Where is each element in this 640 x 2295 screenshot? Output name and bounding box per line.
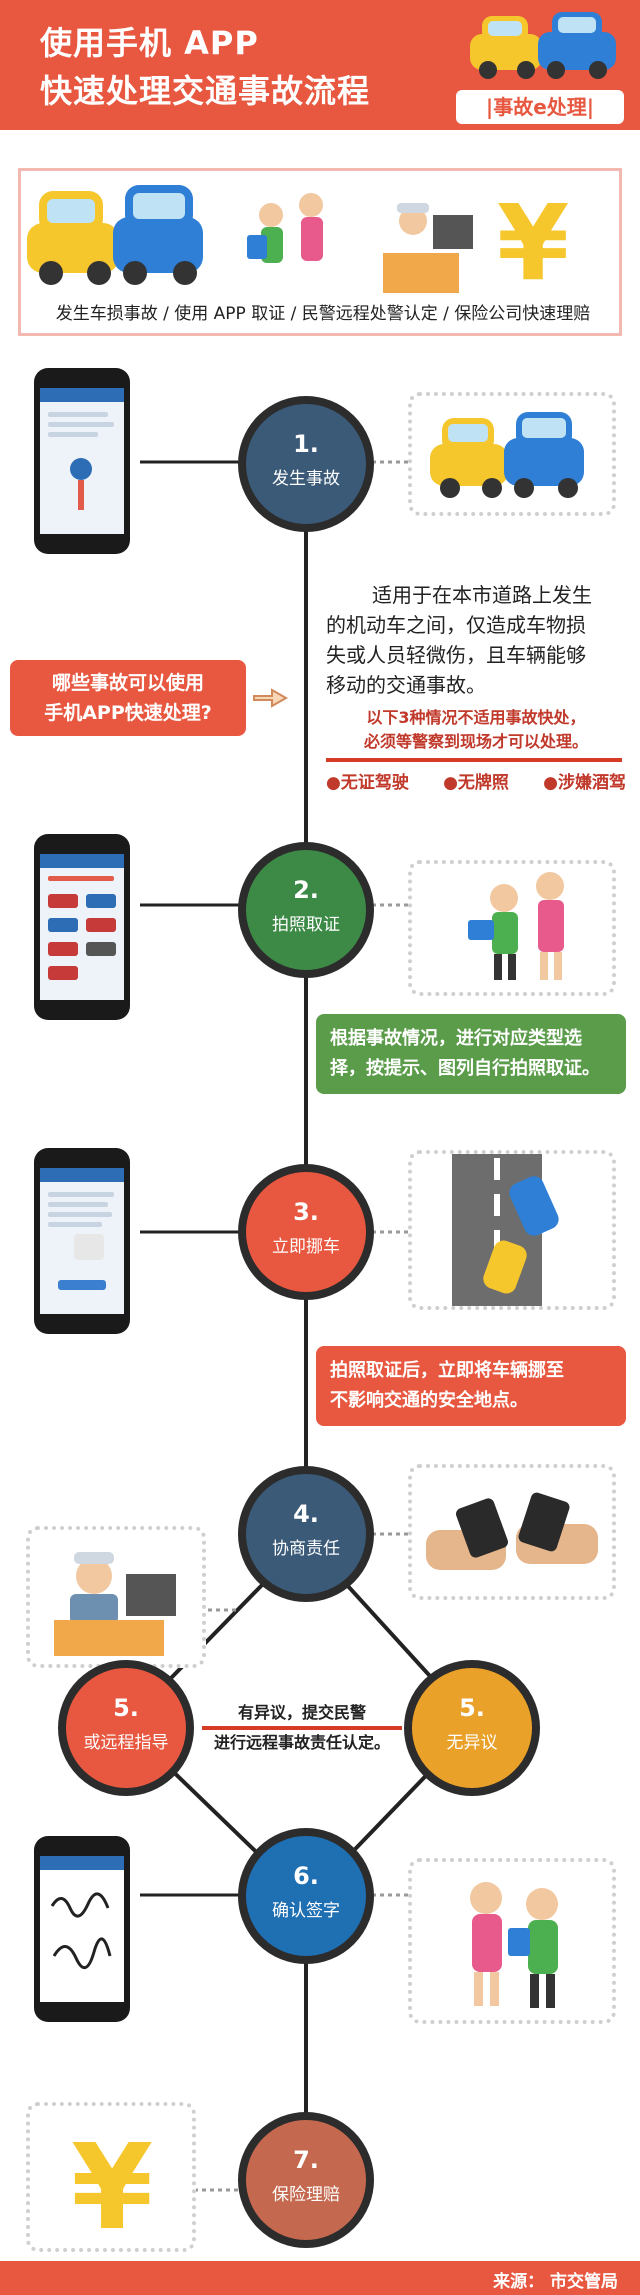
exclusion-list: ●无证驾驶 ●无牌照 ●涉嫌酒驾	[326, 768, 626, 793]
step7-illustration-frame: ¥	[26, 2102, 196, 2256]
scope-question-box: 哪些事故可以使用 手机APP快速处理?	[10, 660, 246, 736]
footer-bar: 来源： 市交管局	[0, 2261, 640, 2295]
phone-step6-screenshot	[34, 1836, 130, 2022]
cars-icon	[470, 12, 616, 79]
step1-cars-icon	[430, 412, 584, 498]
dispute-note: 有异议，提交民警 进行远程事故责任认定。	[196, 1700, 408, 1756]
step2-circle: 2. 拍照取证	[238, 842, 374, 978]
header-banner: 使用手机 APP 快速处理交通事故流程 |事故e处理|	[0, 0, 640, 130]
step2-illustration-frame	[408, 860, 616, 996]
exclusion-note: 以下3种情况不适用事故快处， 必须等警察到现场才可以处理。	[363, 708, 588, 751]
step7-circle: 7. 保险理赔	[238, 2112, 374, 2248]
svg-text:¥: ¥	[71, 2118, 153, 2248]
step1-illustration-frame	[408, 392, 616, 516]
step4-circle: 4. 协商责任	[238, 1466, 374, 1602]
page-title-line1: 使用手机 APP	[40, 24, 259, 62]
scope-description: 适用于在本市道路上发生 的机动车之间，仅造成车物损 失或人员轻微伤，且车辆能够 …	[326, 583, 592, 697]
step3-circle: 3. 立即挪车	[238, 1164, 374, 1300]
pointing-hand-icon	[253, 688, 289, 708]
page-title-line2: 快速处理交通事故流程	[40, 72, 371, 110]
brand-badge: |事故e处理|	[456, 90, 624, 124]
step4-handshake-phones-icon	[426, 1492, 598, 1570]
move-tip-box: 拍照取证后，立即将车辆挪至 不影响交通的安全地点。	[316, 1346, 626, 1426]
exclusion-item: ●涉嫌酒驾	[543, 773, 626, 793]
photo-tip-box: 根据事故情况，进行对应类型选 择，按提示、图列自行拍照取证。	[316, 1014, 626, 1094]
overview-police-icon	[383, 203, 473, 293]
yen-icon: ¥	[71, 2118, 153, 2256]
overview-cars-icon	[27, 185, 203, 285]
step2-photographing-icon	[468, 872, 564, 980]
exclusion-item: ●无牌照	[443, 773, 509, 793]
step6-people-signing-icon	[470, 1882, 558, 2008]
step4-illustration-frame	[408, 1464, 616, 1600]
phone-step2-screenshot	[34, 834, 130, 1020]
step6-circle: 6. 确认签字	[238, 1828, 374, 1964]
police-illustration-frame	[26, 1526, 206, 1668]
step1-circle: 1. 发生事故	[238, 396, 374, 532]
step5-agree-circle: 5. 无异议	[404, 1660, 540, 1796]
overview-people-icon	[247, 193, 323, 263]
svg-text:¥: ¥	[497, 182, 569, 297]
overview-illustrations: ¥	[27, 182, 569, 297]
step6-illustration-frame	[408, 1858, 616, 2024]
divider	[326, 758, 622, 762]
source-credit: 来源： 市交管局	[493, 2272, 618, 2292]
police-desk-icon	[54, 1552, 176, 1656]
signature-icon	[50, 1892, 112, 1969]
dispute-divider	[202, 1726, 402, 1730]
phone-step3-screenshot	[34, 1148, 130, 1334]
exclusion-item: ●无证驾驶	[326, 773, 409, 793]
step5-remote-circle: 5. 或远程指导	[58, 1660, 194, 1796]
overview-yen-icon: ¥	[497, 182, 569, 297]
overview-caption: 发生车损事故 / 使用 APP 取证 / 民警远程处警认定 / 保险公司快速理赔	[55, 304, 591, 324]
step3-illustration-frame	[408, 1150, 616, 1310]
overview-strip: ¥ 发生车损事故 / 使用 APP 取证 / 民警远程处警认定 / 保险公司快速…	[18, 168, 622, 336]
phone-step1-screenshot	[34, 368, 130, 554]
step3-road-icon	[452, 1154, 559, 1306]
